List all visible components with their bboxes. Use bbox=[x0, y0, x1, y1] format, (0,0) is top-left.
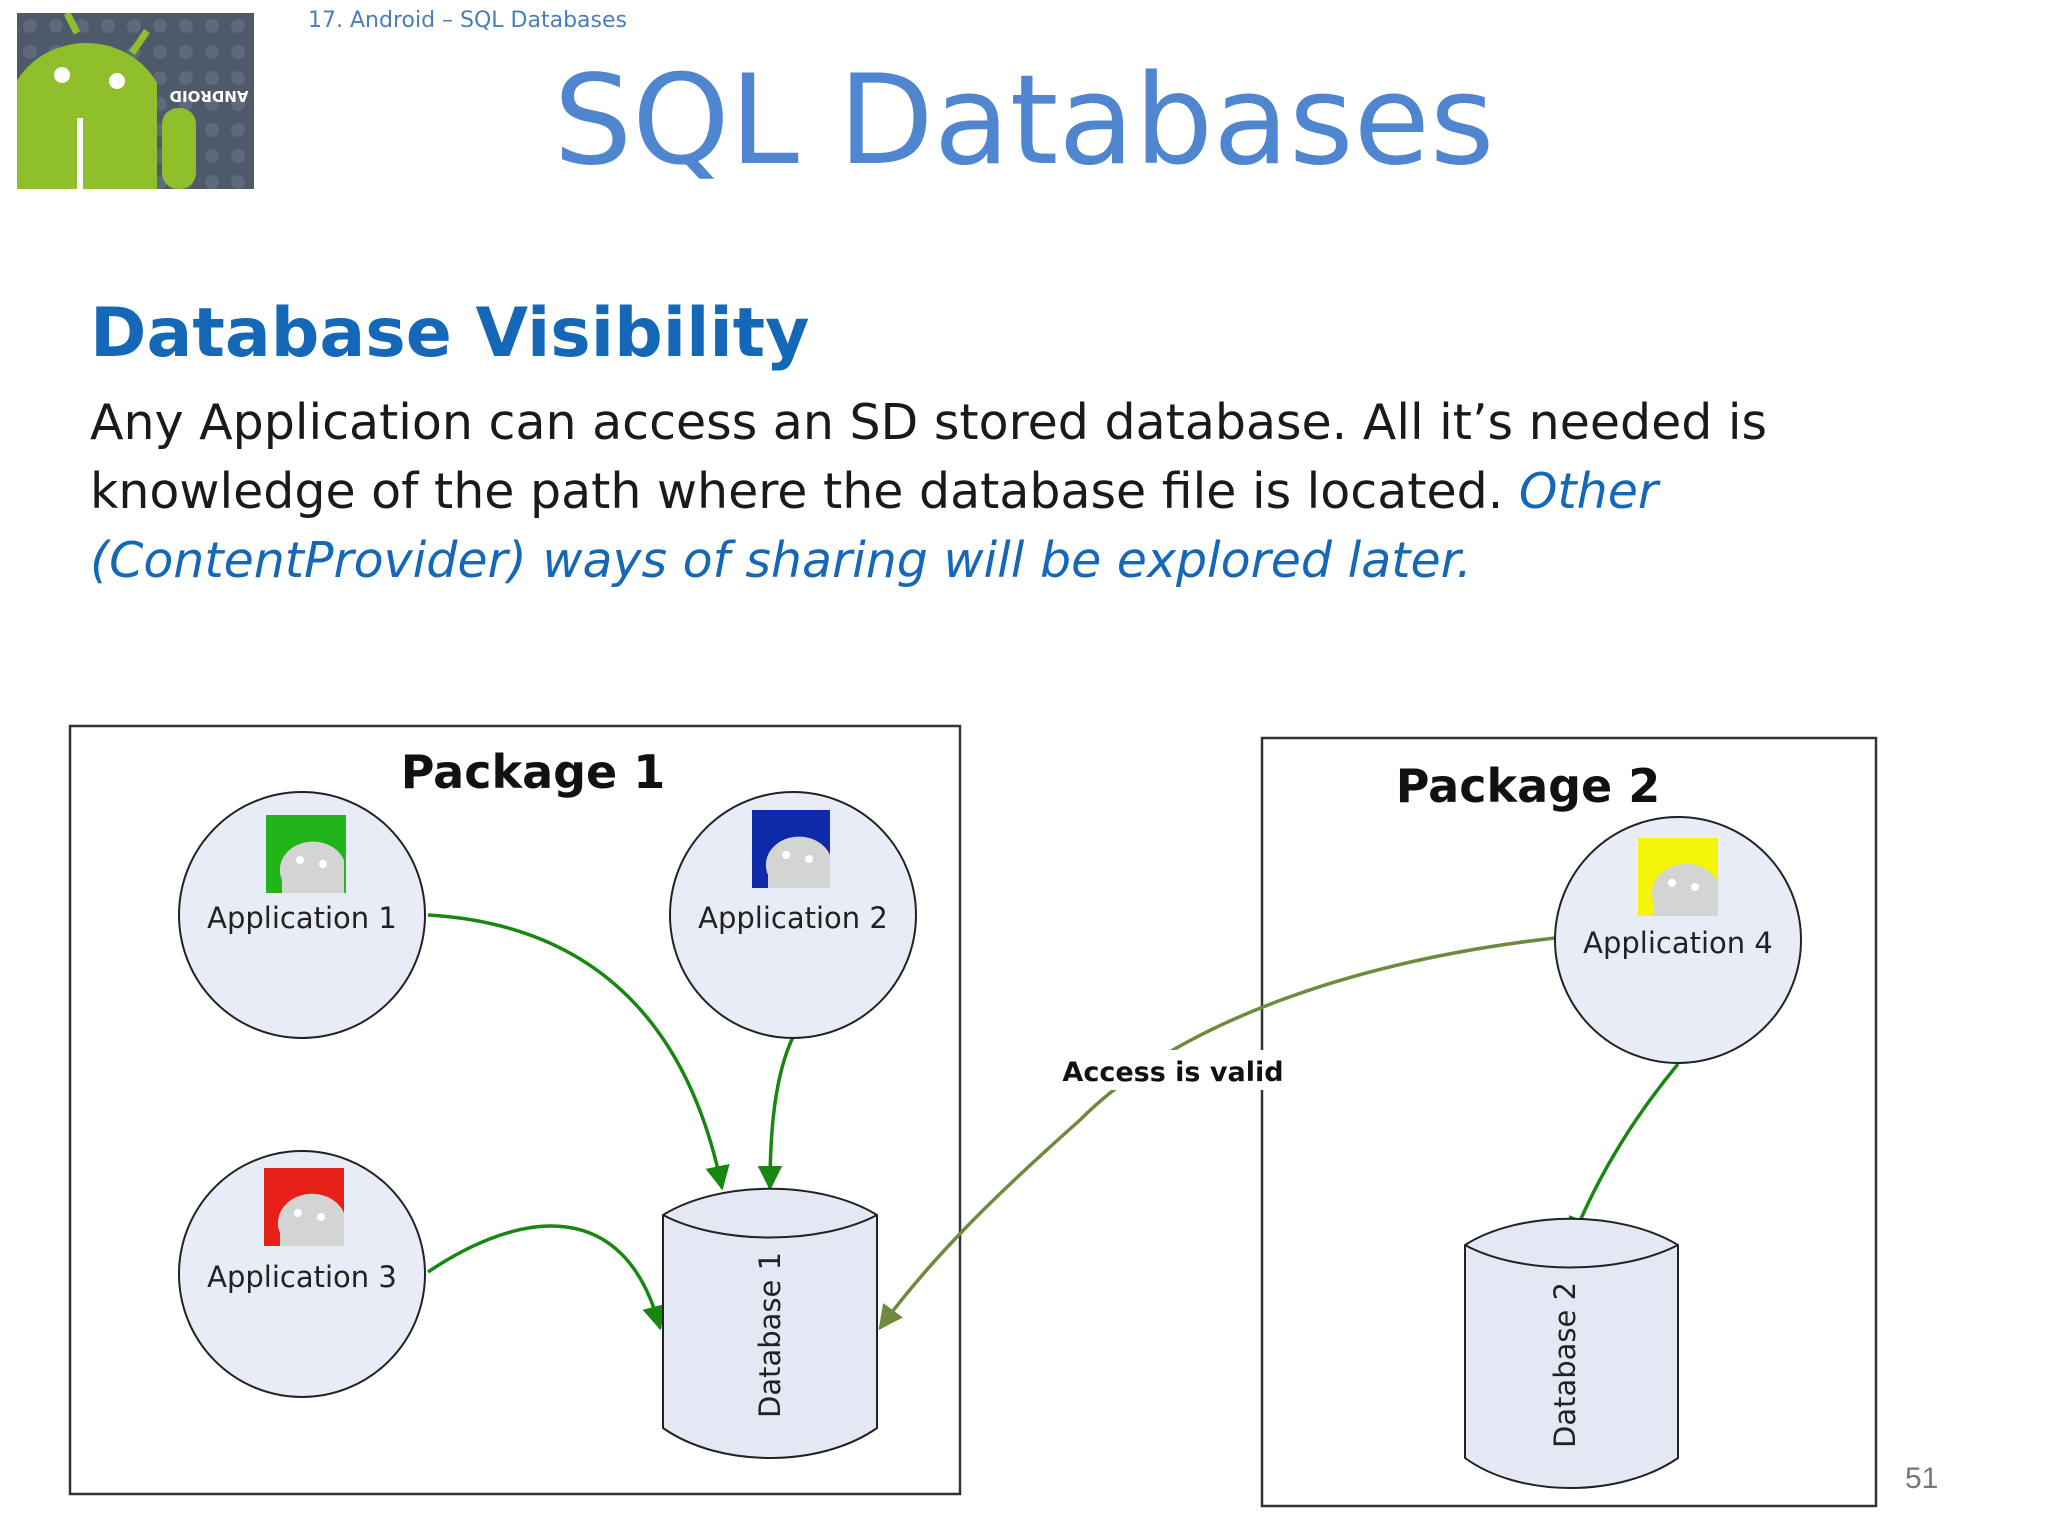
android-app-icon bbox=[1638, 838, 1718, 916]
application-3-node: Application 3 bbox=[178, 1150, 426, 1398]
database-visibility-diagram: Package 1 Package 2 Access is valid Appl… bbox=[68, 724, 1878, 1508]
arrow-app3-to-db1 bbox=[427, 1224, 667, 1331]
body-text-plain: Any Application can access an SD stored … bbox=[90, 394, 1768, 520]
slide-title: SQL Databases bbox=[553, 49, 1495, 193]
logo-wordmark: ANDROID bbox=[170, 87, 249, 105]
database-1-node: Database 1 bbox=[662, 1187, 878, 1459]
application-2-node: Application 2 bbox=[669, 791, 917, 1039]
package-1-label: Package 1 bbox=[401, 745, 666, 799]
android-app-icon bbox=[264, 1168, 344, 1246]
body-paragraph: Any Application can access an SD stored … bbox=[90, 388, 1990, 595]
database-2-label: Database 2 bbox=[1548, 1282, 1582, 1448]
application-1-node: Application 1 bbox=[178, 791, 426, 1039]
application-4-label: Application 4 bbox=[1583, 926, 1773, 960]
application-3-label: Application 3 bbox=[207, 1260, 397, 1294]
package-2-label: Package 2 bbox=[1396, 759, 1661, 813]
arrow-app1-to-db1 bbox=[427, 913, 730, 1191]
android-robot-icon bbox=[17, 13, 196, 189]
android-app-icon bbox=[266, 815, 346, 893]
database-1-label: Database 1 bbox=[753, 1252, 787, 1418]
breadcrumb: 17. Android – SQL Databases bbox=[308, 8, 627, 33]
android-app-icon bbox=[752, 810, 830, 888]
arrow-app4-to-db1 bbox=[878, 936, 1556, 1330]
android-logo: ANDROID bbox=[17, 13, 254, 189]
section-heading: Database Visibility bbox=[90, 294, 810, 373]
access-label-bg bbox=[1068, 1050, 1278, 1090]
arrow-app2-to-db1 bbox=[757, 1036, 795, 1191]
database-2-node: Database 2 bbox=[1464, 1217, 1679, 1489]
access-valid-label: Access is valid bbox=[1062, 1057, 1283, 1088]
arrow-app4-to-db2 bbox=[1568, 1062, 1680, 1243]
application-1-label: Application 1 bbox=[207, 901, 397, 935]
body-text-emphasis: Other (ContentProvider) ways of sharing … bbox=[90, 463, 1658, 589]
application-4-node: Application 4 bbox=[1554, 816, 1802, 1064]
slide-number: 51 bbox=[1905, 1462, 1939, 1495]
application-2-label: Application 2 bbox=[698, 901, 888, 935]
